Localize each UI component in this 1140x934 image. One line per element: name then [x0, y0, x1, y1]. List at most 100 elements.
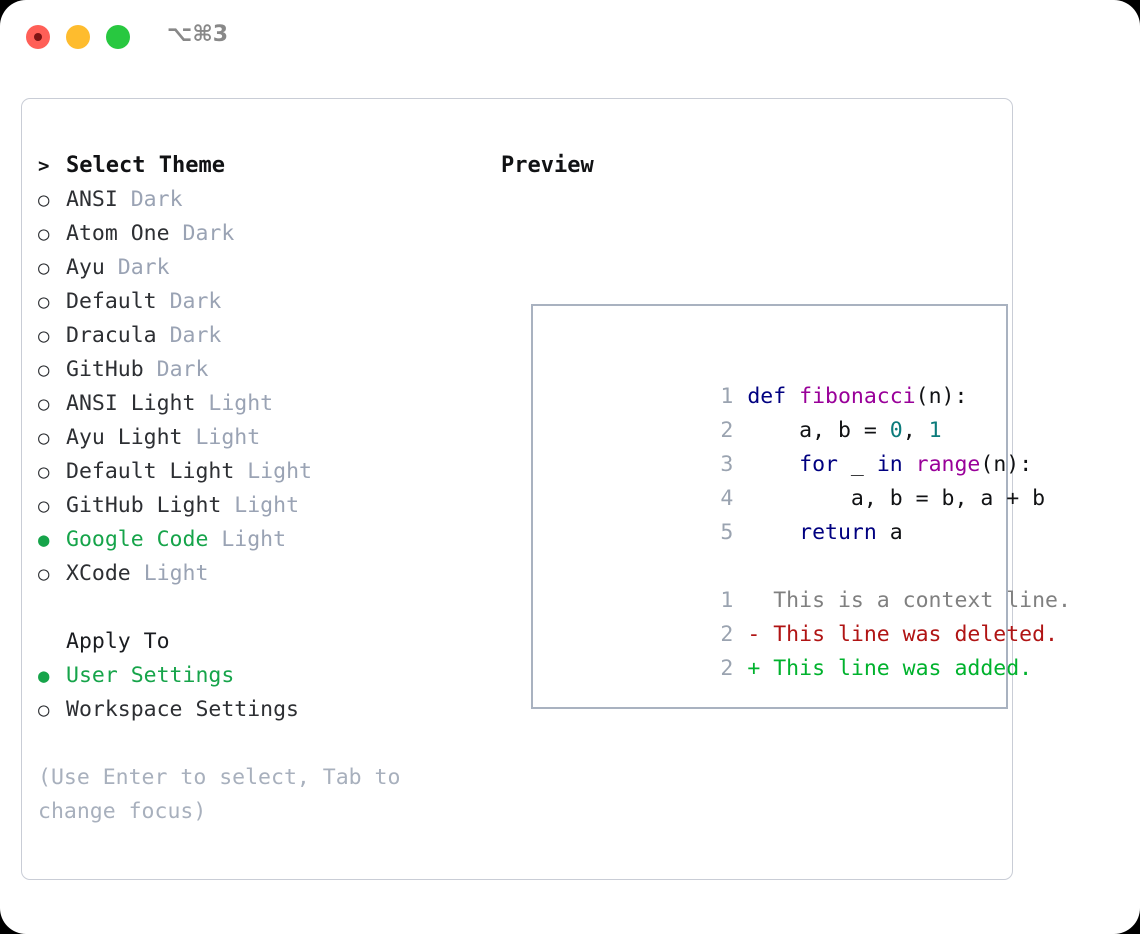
- theme-option-ansi-dark[interactable]: ○ANSI Dark: [38, 183, 498, 217]
- theme-name: Atom One: [66, 221, 170, 246]
- radio-icon[interactable]: ○: [38, 223, 50, 245]
- theme-option-github-dark[interactable]: ○ GitHub Dark: [38, 353, 498, 387]
- apply-to-label: Apply To: [66, 629, 170, 654]
- close-button[interactable]: [26, 25, 50, 49]
- hint-spacer: [38, 727, 498, 761]
- theme-name: Dracula: [66, 323, 157, 348]
- theme-variant-tag: Light: [247, 459, 312, 484]
- theme-variant-tag: Dark: [117, 255, 170, 280]
- theme-name: ANSI: [66, 187, 118, 212]
- apply-to-option-user-settings[interactable]: ● User Settings: [38, 659, 498, 693]
- code-line: 2 a, b = 0, 1: [550, 380, 1071, 443]
- diff-text: + This line was added.: [747, 656, 1033, 681]
- theme-variant-tag: Light: [195, 425, 261, 450]
- radio-icon[interactable]: ○: [38, 563, 50, 585]
- theme-option-github-light[interactable]: ○ GitHub Light Light: [38, 489, 498, 523]
- theme-option-default-light[interactable]: ○Default Light Light: [38, 455, 498, 489]
- line-number: 2: [720, 418, 734, 443]
- code-token: return: [799, 520, 877, 545]
- radio-icon[interactable]: ○: [38, 495, 50, 517]
- page-title: Select Theme: [66, 153, 225, 178]
- theme-variant-tag: Light: [208, 391, 274, 416]
- list-spacer: [38, 591, 498, 625]
- theme-name: Ayu: [66, 255, 105, 280]
- theme-name: GitHub Light: [66, 493, 222, 518]
- radio-icon-selected[interactable]: ●: [38, 529, 50, 551]
- code-token: _: [837, 452, 877, 477]
- keyboard-hint: (Use Enter to select, Tab to change focu…: [38, 765, 401, 824]
- theme-variant-tag: Light: [234, 493, 300, 518]
- code-line: 1 def fibonacci(n):: [550, 346, 1071, 409]
- code-token: for: [799, 452, 838, 477]
- theme-name: Ayu Light: [66, 425, 183, 450]
- theme-option-google-code-light[interactable]: ● Google Code Light: [38, 523, 498, 557]
- radio-icon[interactable]: ○: [38, 699, 50, 721]
- radio-icon[interactable]: ○: [38, 189, 50, 211]
- radio-icon[interactable]: ○: [38, 427, 50, 449]
- apply-to-header: oApply To: [38, 625, 498, 659]
- line-number: 4: [720, 486, 734, 511]
- radio-icon[interactable]: ○: [38, 461, 50, 483]
- spacer-icon: o: [38, 625, 66, 659]
- theme-list-header: > Select Theme: [38, 149, 498, 183]
- radio-icon[interactable]: ○: [38, 257, 50, 279]
- theme-variant-tag: Light: [221, 527, 287, 552]
- code-token: (n):: [980, 452, 1033, 477]
- diff-line-context: 1 This is a context line.: [550, 550, 1071, 613]
- theme-variant-tag: Light: [143, 561, 209, 586]
- code-line: 4 a, b = b, a + b: [550, 448, 1071, 511]
- preview-title: Preview: [501, 153, 594, 178]
- theme-variant-tag: Dark: [169, 323, 222, 348]
- radio-icon[interactable]: ○: [38, 359, 50, 381]
- keyboard-shortcut-label: ⌥⌘3: [167, 22, 229, 47]
- code-token: a, b =: [747, 418, 890, 443]
- code-token: (n):: [915, 384, 968, 409]
- code-token: [903, 452, 916, 477]
- maximize-button[interactable]: [106, 25, 130, 49]
- code-token: a: [876, 520, 903, 545]
- code-token: 0: [889, 418, 903, 443]
- diff-text: - This line was deleted.: [747, 622, 1059, 647]
- line-number: 2: [720, 622, 734, 647]
- minimize-button[interactable]: [66, 25, 90, 49]
- radio-icon[interactable]: ○: [38, 393, 50, 415]
- apply-to-option-workspace-settings[interactable]: ○ Workspace Settings: [38, 693, 498, 727]
- line-number: 5: [720, 520, 734, 545]
- theme-name: Google Code: [66, 527, 209, 552]
- line-number: 3: [720, 452, 734, 477]
- theme-option-xcode-light[interactable]: ○ XCode Light: [38, 557, 498, 591]
- theme-option-ansi-light[interactable]: ○ANSI Light Light: [38, 387, 498, 421]
- traffic-lights: [26, 25, 130, 49]
- radio-icon[interactable]: ○: [38, 325, 50, 347]
- theme-option-dracula-dark[interactable]: ○ Dracula Dark: [38, 319, 498, 353]
- theme-name: GitHub: [66, 357, 144, 382]
- line-number: 2: [720, 656, 734, 681]
- theme-name: XCode: [66, 561, 131, 586]
- code-token: a, b = b, a + b: [747, 486, 1046, 511]
- theme-option-atom-one-dark[interactable]: ○ Atom One Dark: [38, 217, 498, 251]
- theme-option-ayu-dark[interactable]: ○ Ayu Dark: [38, 251, 498, 285]
- apply-to-option-label: User Settings: [66, 663, 235, 688]
- diff-line-added: 2 + This line was added.: [550, 618, 1071, 681]
- theme-name: Default: [66, 289, 157, 314]
- radio-icon-selected[interactable]: ●: [38, 665, 50, 687]
- theme-option-ayu-light[interactable]: ○ Ayu Light Light: [38, 421, 498, 455]
- prompt-caret-icon: >: [38, 155, 50, 177]
- theme-variant-tag: Dark: [156, 357, 209, 382]
- main-panel: >Select Theme ○ANSI Dark ○Atom One Dark …: [21, 98, 1071, 880]
- diff-text: This is a context line.: [747, 588, 1071, 613]
- diff-line-deleted: 2 - This line was deleted.: [550, 584, 1071, 647]
- theme-variant-tag: Dark: [182, 221, 235, 246]
- code-token: fibonacci: [799, 384, 916, 409]
- code-token: def: [747, 384, 800, 409]
- code-token: range: [915, 452, 981, 477]
- radio-icon[interactable]: ○: [38, 291, 50, 313]
- theme-option-default-dark[interactable]: ○ Default Dark: [38, 285, 498, 319]
- apply-to-option-label: Workspace Settings: [66, 697, 299, 722]
- code-line: 5 return a: [550, 482, 1071, 545]
- theme-variant-tag: Dark: [169, 289, 222, 314]
- line-number: 1: [720, 384, 734, 409]
